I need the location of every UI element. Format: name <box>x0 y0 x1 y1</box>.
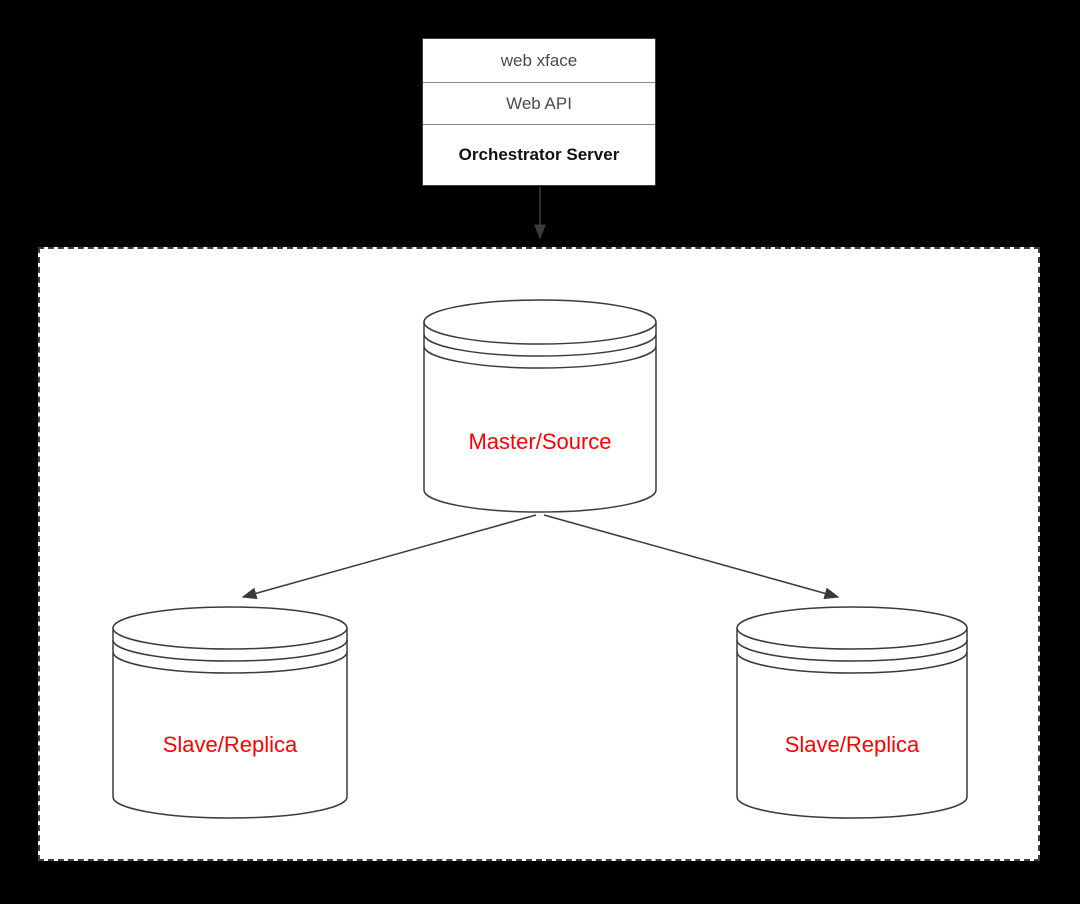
web-api-box: Web API <box>423 83 655 125</box>
orchestrator-server-label: Orchestrator Server <box>458 145 620 164</box>
orchestrator-server-box: Orchestrator Server <box>423 125 655 185</box>
web-api-label: Web API <box>506 93 572 113</box>
web-xface-label: web xface <box>500 50 578 70</box>
web-xface-box: web xface <box>423 39 655 83</box>
orchestrator-server-stack: web xface Web API Orchestrator Server <box>422 38 656 186</box>
replication-cluster-region <box>38 247 1040 861</box>
